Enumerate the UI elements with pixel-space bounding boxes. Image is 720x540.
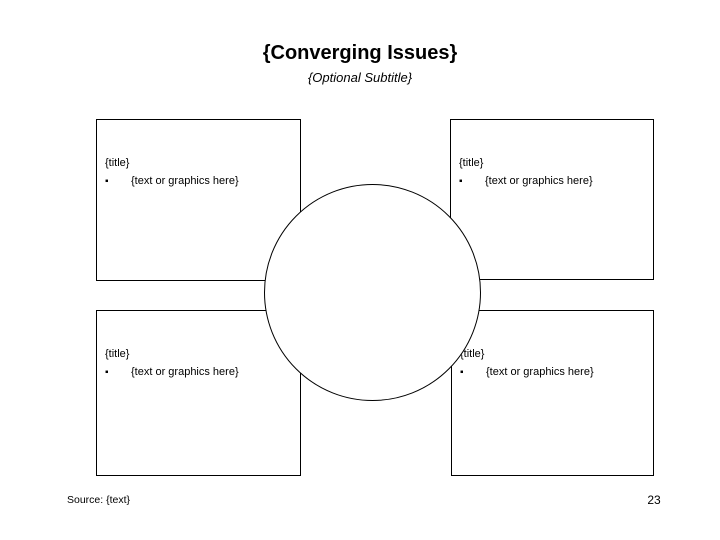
- content-box-top-left: {title} ▪ {text or graphics here}: [96, 119, 301, 281]
- box-title: {title}: [459, 157, 484, 169]
- square-bullet-icon: ▪: [105, 367, 109, 378]
- slide-title: {Converging Issues}: [262, 42, 458, 64]
- converging-circle: [264, 184, 481, 401]
- bullet-text: {text or graphics here}: [486, 366, 594, 378]
- box-title: {title}: [105, 157, 130, 169]
- square-bullet-icon: ▪: [460, 367, 464, 378]
- square-bullet-icon: ▪: [459, 176, 463, 187]
- content-box-top-right: {title} ▪ {text or graphics here}: [450, 119, 654, 280]
- box-title: {title}: [105, 348, 130, 360]
- bullet-row: ▪ {text or graphics here}: [105, 366, 292, 379]
- page-number: 23: [647, 493, 661, 507]
- slide-subtitle: {Optional Subtitle}: [307, 70, 413, 85]
- square-bullet-icon: ▪: [105, 176, 109, 187]
- content-box-bottom-left: {title} ▪ {text or graphics here}: [96, 310, 301, 476]
- bullet-text: {text or graphics here}: [131, 366, 239, 378]
- bullet-row: ▪ {text or graphics here}: [460, 366, 645, 379]
- content-box-bottom-right: {title} ▪ {text or graphics here}: [451, 310, 654, 476]
- bullet-row: ▪ {text or graphics here}: [105, 175, 292, 188]
- bullet-text: {text or graphics here}: [485, 175, 593, 187]
- source-note: Source: {text}: [67, 494, 131, 506]
- bullet-text: {text or graphics here}: [131, 175, 239, 187]
- bullet-row: ▪ {text or graphics here}: [459, 175, 645, 188]
- box-title: {title}: [460, 348, 485, 360]
